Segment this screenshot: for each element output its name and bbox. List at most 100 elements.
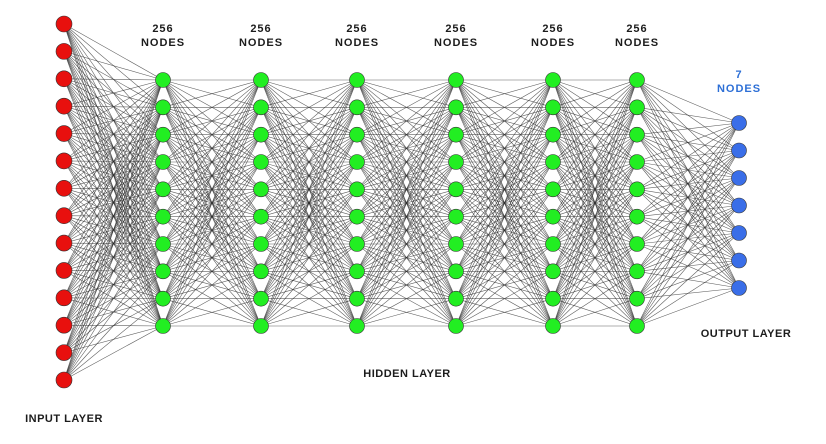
hidden-node-l5-0 bbox=[545, 72, 561, 88]
edge-5-2-0 bbox=[552, 79, 638, 135]
edge-3-2-0 bbox=[356, 79, 457, 135]
hidden-node-l6-3 bbox=[629, 154, 645, 170]
hidden-node-l2-1 bbox=[253, 99, 269, 116]
hidden-node-l1-2 bbox=[155, 126, 171, 143]
input-layer-label: INPUT LAYER bbox=[25, 413, 103, 425]
edge-2-1-0 bbox=[260, 79, 358, 108]
edge-1-1-0 bbox=[162, 79, 262, 108]
hidden-node-l4-6 bbox=[448, 236, 464, 252]
edge-4-9-8 bbox=[455, 298, 554, 327]
hidden-node-l4-5 bbox=[448, 208, 464, 225]
edge-0-0-0 bbox=[63, 23, 164, 81]
edge-3-9-6 bbox=[356, 243, 457, 327]
edge-5-9-3 bbox=[552, 161, 638, 327]
edge-3-8-0 bbox=[356, 79, 457, 299]
output-nodes-word: NODES bbox=[716, 83, 762, 95]
edge-4-9-3 bbox=[455, 161, 554, 327]
edge-1-9-0 bbox=[162, 79, 262, 327]
hidden-node-l3-7 bbox=[349, 263, 365, 280]
connections bbox=[63, 23, 740, 381]
edge-0-1-0 bbox=[63, 51, 164, 81]
hidden-node-l5-7 bbox=[545, 263, 561, 280]
edge-4-9-2 bbox=[455, 134, 554, 327]
edge-4-9-5 bbox=[455, 216, 554, 327]
hidden-node-l2-5 bbox=[253, 208, 269, 225]
edge-1-3-0 bbox=[162, 79, 262, 163]
edge-6-3-0 bbox=[636, 122, 740, 163]
input-node-l0-7 bbox=[55, 207, 73, 224]
layer-3-nodes-word: NODES bbox=[334, 37, 380, 49]
edge-1-9-3 bbox=[162, 161, 262, 327]
edge-6-9-3 bbox=[636, 205, 740, 327]
hidden-node-l4-3 bbox=[448, 154, 464, 170]
edge-6-2-0 bbox=[636, 122, 740, 135]
edge-4-8-0 bbox=[455, 79, 554, 299]
edge-5-6-0 bbox=[552, 79, 638, 245]
edge-1-9-5 bbox=[162, 216, 262, 327]
edge-4-9-6 bbox=[455, 243, 554, 327]
edge-0-12-0 bbox=[63, 79, 164, 353]
hidden-node-l4-1 bbox=[448, 99, 464, 116]
layer-1-count-label: 256 NODES bbox=[141, 22, 185, 50]
input-node-l0-4 bbox=[55, 125, 73, 142]
edge-1-9-2 bbox=[162, 134, 262, 327]
edge-0-9-0 bbox=[63, 79, 164, 271]
hidden-node-l3-3 bbox=[349, 154, 365, 170]
layer-1-nodes-word: NODES bbox=[140, 37, 186, 49]
hidden-node-l4-9 bbox=[448, 318, 464, 334]
edge-2-6-0 bbox=[260, 79, 358, 245]
hidden-node-l6-9 bbox=[629, 318, 645, 334]
edge-2-3-0 bbox=[260, 79, 358, 163]
edge-6-9-4 bbox=[636, 232, 740, 327]
edge-2-2-0 bbox=[260, 79, 358, 135]
edge-4-6-0 bbox=[455, 79, 554, 245]
edge-2-9-5 bbox=[260, 216, 358, 327]
edge-0-3-0 bbox=[63, 79, 164, 107]
edge-1-9-7 bbox=[162, 271, 262, 327]
layer-4-count: 256 bbox=[445, 23, 467, 35]
edge-5-1-0 bbox=[552, 79, 638, 108]
edge-4-9-1 bbox=[455, 107, 554, 327]
hidden-node-l6-2 bbox=[629, 126, 645, 143]
layer-2-count-label: 256 NODES bbox=[239, 22, 283, 50]
edge-3-5-0 bbox=[356, 79, 457, 217]
edge-1-6-0 bbox=[162, 79, 262, 245]
hidden-node-l2-4 bbox=[253, 181, 269, 198]
edge-2-9-6 bbox=[260, 243, 358, 327]
edge-1-7-0 bbox=[162, 79, 262, 272]
edge-3-9-4 bbox=[356, 189, 457, 327]
edge-0-2-0 bbox=[63, 78, 164, 81]
edge-3-9-0 bbox=[356, 79, 457, 327]
hidden-node-l1-9 bbox=[155, 318, 171, 334]
hidden-node-l1-5 bbox=[155, 208, 171, 225]
hidden-node-l4-0 bbox=[448, 72, 464, 88]
hidden-node-l5-8 bbox=[545, 290, 561, 307]
edge-4-3-0 bbox=[455, 79, 554, 163]
edge-0-13-7 bbox=[63, 271, 164, 381]
hidden-node-l6-6 bbox=[629, 236, 645, 252]
edge-2-9-3 bbox=[260, 161, 358, 327]
hidden-node-l5-9 bbox=[545, 318, 561, 334]
edge-0-5-0 bbox=[63, 79, 164, 162]
input-node-l0-3 bbox=[55, 97, 73, 115]
edge-5-9-4 bbox=[552, 189, 638, 327]
hidden-node-l4-4 bbox=[448, 181, 464, 198]
edge-3-9-5 bbox=[356, 216, 457, 327]
hidden-node-l5-5 bbox=[545, 208, 561, 225]
edge-0-13-5 bbox=[63, 216, 164, 381]
hidden-node-l6-1 bbox=[629, 99, 645, 116]
layer-1-count: 256 bbox=[152, 23, 174, 35]
hidden-node-l2-3 bbox=[253, 154, 269, 170]
edge-2-9-1 bbox=[260, 107, 358, 327]
edge-5-3-0 bbox=[552, 79, 638, 163]
hidden-node-l3-6 bbox=[349, 236, 365, 252]
hidden-node-l2-6 bbox=[253, 236, 269, 252]
edge-1-9-4 bbox=[162, 189, 262, 327]
hidden-node-l5-1 bbox=[545, 99, 561, 116]
edge-6-1-0 bbox=[636, 107, 740, 124]
edge-2-9-8 bbox=[260, 298, 358, 327]
edge-0-13-3 bbox=[63, 161, 164, 381]
edge-2-9-4 bbox=[260, 189, 358, 327]
input-node-l0-9 bbox=[55, 262, 73, 279]
